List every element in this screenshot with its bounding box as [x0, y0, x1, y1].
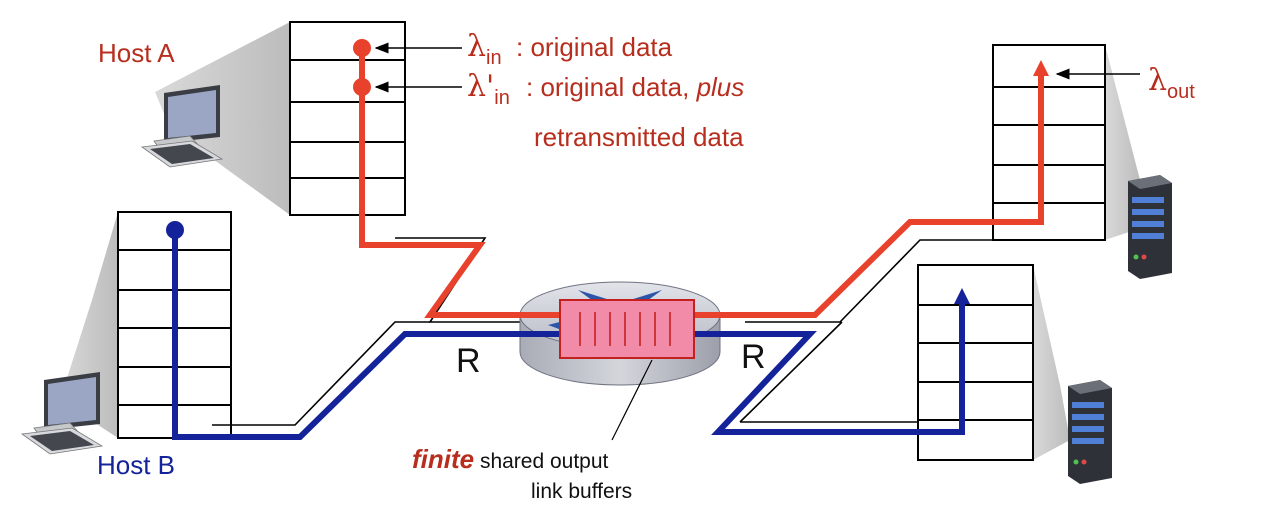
- lambda-in-subscript: in: [486, 47, 502, 69]
- buffer-caption-line1: finite shared output: [412, 444, 609, 474]
- shared-output-text: shared output: [474, 450, 608, 473]
- host-a-label: Host A: [98, 38, 175, 68]
- lambda-in-label: λin: [467, 29, 502, 69]
- host-a-flow-arrowhead: [1033, 60, 1049, 76]
- lambda-in-description: : original data: [516, 32, 673, 62]
- host-b-label: Host B: [97, 450, 175, 480]
- host-b-source-dot: [166, 221, 184, 239]
- host-b-flow-arrowhead: [954, 288, 970, 304]
- lambda-in-dot: [353, 39, 371, 57]
- server-1-buffer-stack: [992, 44, 1106, 241]
- retransmitted-label: retransmitted data: [534, 122, 744, 152]
- desktop-computer-icon: [140, 85, 224, 168]
- host-a-buffer-stack: [289, 21, 406, 216]
- lambda-in-prime-symbol: λ': [467, 69, 494, 104]
- lambda-in-prime-description: : original data, plus: [526, 72, 744, 102]
- lambda-in-prime-text: : original data,: [526, 72, 697, 102]
- lambda-in-prime-dot: [353, 78, 371, 96]
- plus-word: plus: [696, 72, 745, 102]
- server-2-zoom-fan: [1033, 265, 1070, 460]
- lambda-in-prime-subscript: in: [494, 87, 510, 109]
- link-rate-right: R: [741, 338, 766, 376]
- lambda-out-subscript: out: [1167, 81, 1195, 103]
- host-a-zoom-fan: [155, 22, 290, 215]
- lambda-in-symbol: λ: [467, 29, 486, 64]
- lambda-in-prime-label: λ'in: [467, 69, 510, 109]
- lambda-out-label: λout: [1148, 63, 1195, 103]
- buffer-caption-line2: link buffers: [531, 480, 632, 503]
- finite-word: finite: [412, 444, 474, 474]
- shared-output-buffer: [559, 299, 695, 359]
- buffer-callout-line: [611, 359, 653, 441]
- link-rate-left: R: [456, 342, 481, 380]
- link-outlines: [212, 237, 993, 426]
- lambda-out-symbol: λ: [1148, 63, 1167, 98]
- server-icon: [1068, 380, 1112, 484]
- desktop-computer-icon: [20, 372, 104, 455]
- server-2-buffer-stack: [917, 264, 1034, 461]
- server-icon: [1128, 175, 1172, 279]
